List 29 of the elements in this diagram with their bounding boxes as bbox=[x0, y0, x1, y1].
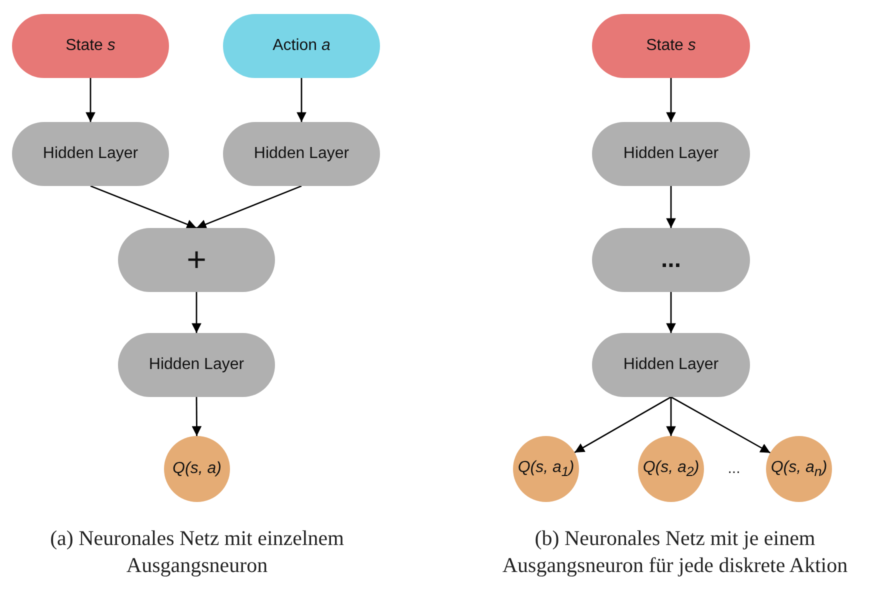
node-label: Q(s, a$_{n}$) bbox=[770, 458, 828, 480]
node-label: Q(s, a$_{2}$) bbox=[642, 458, 700, 480]
node-label: Q(s, a) bbox=[172, 460, 222, 478]
arrow bbox=[196, 185, 302, 229]
arrow bbox=[670, 396, 771, 454]
node-label: + bbox=[186, 240, 206, 280]
arrow bbox=[86, 78, 96, 122]
arrow bbox=[666, 78, 676, 122]
node-label: State s bbox=[66, 37, 116, 55]
node-label: Action a bbox=[272, 37, 330, 55]
figure-caption: (b) Neuronales Netz mit je einem Ausgangsneuron für jede diskrete Aktion bbox=[501, 525, 849, 579]
arrow bbox=[192, 397, 202, 436]
arrow bbox=[296, 78, 306, 122]
arrow bbox=[574, 396, 672, 454]
node-label: Hidden Layer bbox=[623, 145, 719, 163]
node-label: Hidden Layer bbox=[254, 145, 350, 163]
node-label: Hidden Layer bbox=[42, 145, 138, 163]
node-label: State s bbox=[646, 37, 696, 55]
arrow bbox=[192, 292, 202, 333]
node-label: Hidden Layer bbox=[623, 356, 719, 374]
arrow bbox=[666, 292, 676, 333]
arrow bbox=[666, 186, 676, 228]
figure-caption: (a) Neuronales Netz mit einzelnem Ausgangsneuron bbox=[49, 525, 345, 579]
ellipsis-text: ... bbox=[726, 459, 742, 479]
arrow bbox=[90, 185, 197, 229]
node-label: ... bbox=[660, 246, 681, 274]
arrow bbox=[666, 397, 676, 436]
node-label: Q(s, a$_{1}$) bbox=[518, 458, 574, 480]
node-label: Hidden Layer bbox=[148, 356, 244, 374]
